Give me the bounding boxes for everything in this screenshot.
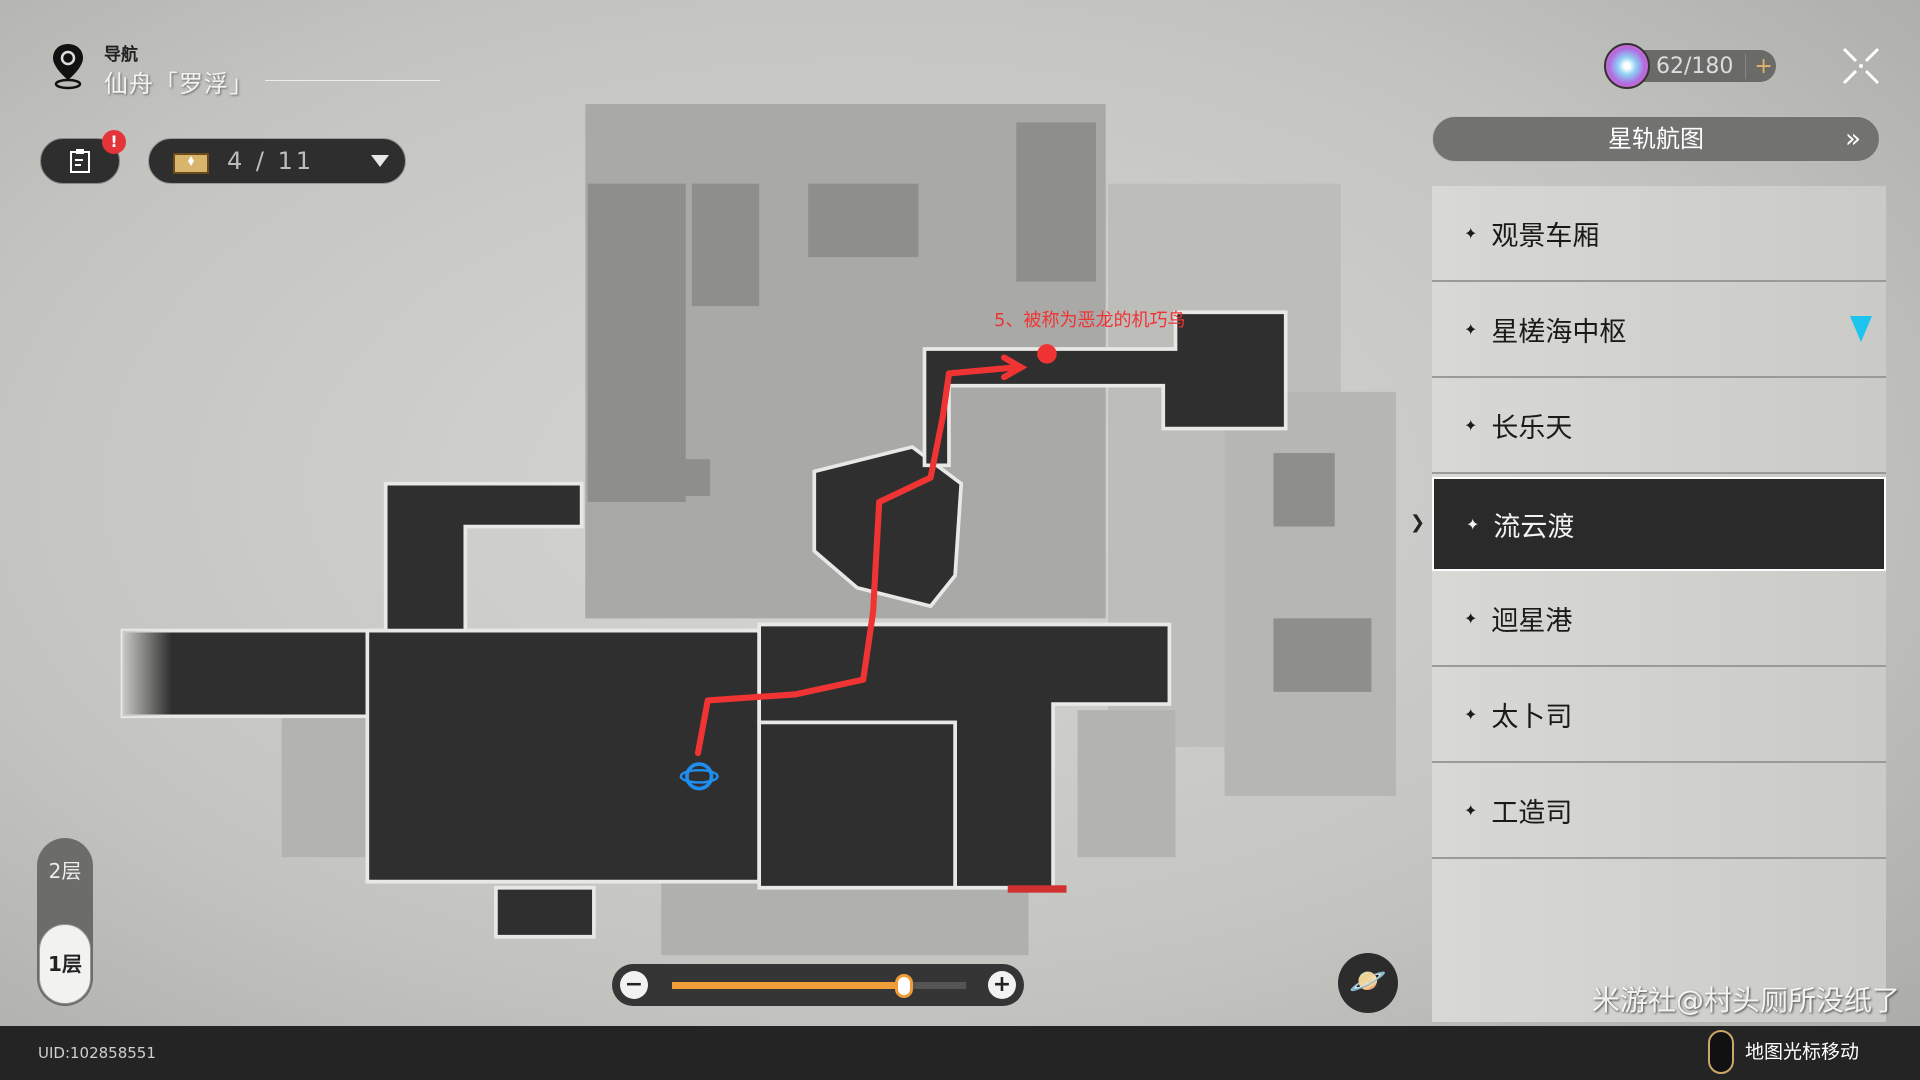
add-stamina-button[interactable]: + xyxy=(1745,53,1773,79)
chest-count: 4 / 11 xyxy=(227,147,315,175)
treasure-chest-icon xyxy=(173,153,209,174)
bottom-bar xyxy=(0,1026,1920,1080)
uid-label: UID:102858551 xyxy=(38,1044,156,1062)
area-label: 星槎海中枢 xyxy=(1491,316,1627,348)
zoom-slider: − + xyxy=(612,964,1024,1006)
alert-badge: ! xyxy=(102,130,126,154)
map-corridor-fade xyxy=(122,630,172,717)
area-list: ✦ 观景车厢 ✦ 星槎海中枢 ✦ 长乐天 ✦ 流云渡 ✦ 迴星港 ✦ 太卜司 ✦ 工造司 xyxy=(1432,186,1886,1022)
title-divider xyxy=(265,80,440,81)
mouse-icon xyxy=(1708,1030,1734,1074)
zoom-in-button[interactable]: + xyxy=(988,971,1016,999)
area-label: 太卜司 xyxy=(1491,701,1573,733)
star-rail-map-label: 星轨航图 xyxy=(1608,125,1704,153)
area-item[interactable]: ✦ 长乐天 xyxy=(1432,378,1886,474)
location-title: 仙舟「罗浮」 xyxy=(104,70,254,98)
area-label: 流云渡 xyxy=(1493,511,1575,543)
watermark: 米游社@村头厕所没纸了 xyxy=(1592,984,1901,1017)
zoom-track[interactable] xyxy=(672,974,966,998)
star-rail-map-button[interactable]: 星轨航图 » xyxy=(1432,116,1880,162)
area-label: 长乐天 xyxy=(1491,412,1573,444)
star-icon: ✦ xyxy=(1464,608,1478,628)
area-item-selected[interactable]: ✦ 流云渡 xyxy=(1432,477,1886,571)
dropdown-caret-icon xyxy=(371,155,389,167)
area-item[interactable]: ✦ 太卜司 xyxy=(1432,667,1886,763)
zoom-fill xyxy=(672,982,905,989)
area-item[interactable]: ✦ 迴星港 xyxy=(1432,571,1886,667)
area-item[interactable]: ✦ 观景车厢 xyxy=(1432,186,1886,282)
player-position-icon xyxy=(679,762,719,791)
target-marker[interactable] xyxy=(1037,344,1057,364)
area-label: 迴星港 xyxy=(1491,605,1573,637)
nav-label: 导航 xyxy=(104,45,138,65)
map-buildings-mid xyxy=(587,122,1372,692)
map-walkable-area xyxy=(120,310,1288,939)
selection-pointer-icon: ❯ xyxy=(1410,512,1426,533)
floor-1-button[interactable]: 1层 xyxy=(39,924,91,1004)
treasure-chest-selector[interactable]: 4 / 11 xyxy=(148,138,406,184)
red-gate-marker xyxy=(1007,885,1067,893)
location-pin-icon xyxy=(53,44,83,90)
stamina-orb-icon xyxy=(1604,43,1650,89)
zoom-handle[interactable] xyxy=(895,974,914,998)
route-path xyxy=(694,364,1020,757)
planet-icon[interactable]: 🪐 xyxy=(1338,953,1398,1013)
map-annotation-label: 5、被称为恶龙的机巧鸟 xyxy=(994,310,1186,331)
area-label: 观景车厢 xyxy=(1491,220,1600,252)
area-item[interactable]: ✦ 工造司 xyxy=(1432,763,1886,859)
double-chevron-right-icon: » xyxy=(1845,124,1861,154)
clipboard-icon xyxy=(70,149,90,173)
star-icon: ✦ xyxy=(1464,223,1478,243)
floor-2-button[interactable]: 2层 xyxy=(48,859,82,883)
route-arrowhead xyxy=(1001,354,1028,381)
area-label: 工造司 xyxy=(1491,797,1573,829)
star-icon: ✦ xyxy=(1464,319,1478,339)
star-icon: ✦ xyxy=(1464,415,1478,435)
star-icon: ✦ xyxy=(1464,800,1478,820)
tracking-marker-icon xyxy=(1850,316,1872,342)
star-icon: ✦ xyxy=(1466,514,1480,534)
zoom-out-button[interactable]: − xyxy=(620,971,648,999)
cursor-move-hint: 地图光标移动 xyxy=(1745,1041,1860,1063)
area-item[interactable]: ✦ 星槎海中枢 xyxy=(1432,282,1886,378)
star-icon: ✦ xyxy=(1464,704,1478,724)
close-icon[interactable] xyxy=(1840,45,1882,87)
stamina-value: 62/180 xyxy=(1656,53,1734,79)
